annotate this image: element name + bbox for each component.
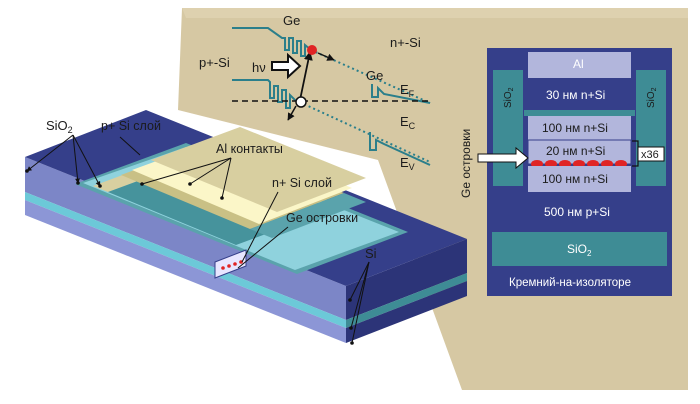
conduction-level-label: EC [400,114,416,131]
stack-100nm-top-label: 100 нм n+Si [542,121,608,135]
fermi-level-label: EF [400,82,415,99]
hole-dot [295,96,307,108]
stack-20nm-label: 20 нм n+Si [546,144,605,158]
device-p-layer-label: p+ Si слой [101,119,161,133]
electron-dot [307,45,317,55]
band-p-side-label: p+-Si [199,55,230,70]
stack-500nm-layer [492,192,667,232]
stack-al-layer [528,52,631,78]
stack-500nm-label: 500 нм p+Si [544,205,610,219]
device-mesa [214,249,247,279]
stack-100nm-top-layer [528,116,631,140]
stack-100nm-bottom-layer [528,166,631,192]
device-n-layer-label: n+ Si слой [272,176,332,190]
photon-label: hν [252,60,266,75]
al-contact-strip-3 [151,127,366,212]
device-al-contacts-label: Al контакты [216,142,283,156]
stack-soi-label: Кремний-на-изоляторе [509,277,631,289]
stack-30nm-label: 30 нм n+Si [546,88,605,102]
layer-stack: x36 Al 30 нм n+Si 100 нм n+Si 20 нм n+Si… [459,48,672,296]
device-ge-islands-label: Ge островки [286,211,358,225]
device-si-label: Si [365,246,377,261]
stack-al-label: Al [573,57,584,71]
stack-repeat-label: x36 [641,149,659,161]
band-n-side-label: n+-Si [390,35,421,50]
stack-soi-layer [492,266,667,296]
conduction-band-line [232,27,312,57]
stack-100nm-bottom-label: 100 нм n+Si [542,172,608,186]
photon-arrow [271,52,302,80]
stack-box-layer [492,232,667,266]
device-sio2-label: SiO2 [46,118,73,135]
valence-band-line [232,79,296,109]
stack-30nm-layer [528,80,631,110]
stack-box-label: SiO2 [567,242,592,258]
band-diagram: p+-Si n+-Si Ge Ge hν EF EC EV [199,13,431,172]
stack-sio2-right-label: SiO2 [646,87,658,108]
device-3d: SiO2 p+ Si слой Al контакты n+ Si слой G… [25,110,467,345]
stack-ge-islands-label: Ge островки [459,129,473,198]
band-ge-top-label: Ge [283,13,300,28]
valence-level-label: EV [400,155,415,172]
stack-sio2-left-label: SiO2 [503,87,515,108]
band-ge-right-label: Ge [366,68,383,83]
ge-islands-pointer-arrow [477,146,529,170]
